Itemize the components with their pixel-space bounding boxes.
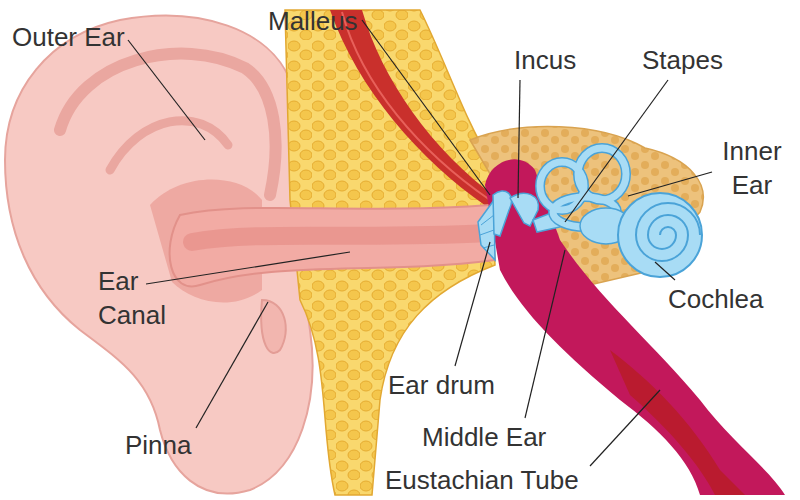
antihelix-fold — [110, 121, 228, 170]
muscle-stripe — [342, 12, 490, 200]
part-label: Inner Ear — [716, 134, 788, 202]
part-label: Incus — [514, 45, 576, 75]
cochlea-shape — [618, 193, 702, 277]
part-label: Pinna — [125, 430, 192, 460]
muscle — [330, 10, 497, 206]
part-label: Malleus — [268, 6, 358, 36]
cochlea-spiral — [636, 203, 700, 261]
helix-fold — [60, 54, 276, 195]
ear-drum-ribs — [480, 215, 494, 248]
part-label: Ear Canal — [98, 264, 188, 332]
part-label: Outer Ear — [12, 22, 125, 52]
part-label: Stapes — [642, 45, 723, 75]
part-label: Cochlea — [668, 284, 763, 314]
part-label: Ear drum — [388, 370, 495, 400]
leader-lines — [128, 20, 712, 466]
ear-canal-center — [192, 233, 486, 242]
part-label: Middle Ear — [422, 422, 546, 452]
malleus-bone — [493, 191, 512, 236]
ear-canal — [170, 205, 495, 286]
part-label: Eustachian Tube — [385, 465, 579, 495]
ear-drum — [478, 200, 495, 260]
